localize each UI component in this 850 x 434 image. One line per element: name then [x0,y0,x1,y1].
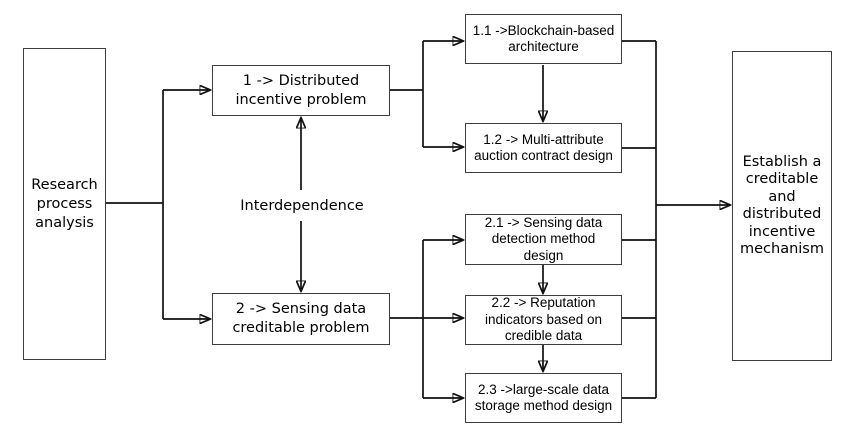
node-large-scale-data-storage-method-design: 2.3 ->large-scale data storage method de… [465,373,622,423]
node-establish-creditable-distributed-incentive-mechanism: Establish a creditable and distributed i… [732,51,832,361]
node-sensing-data-creditable-problem: 2 -> Sensing data creditable problem [212,293,390,345]
node-reputation-indicators-based-on-credible-data: 2.2 -> Reputation indicators based on cr… [465,295,622,345]
node-multi-attribute-auction-contract-design: 1.2 -> Multi-attribute auction contract … [465,123,622,173]
interdependence-label: Interdependence [232,196,372,216]
node-distributed-incentive-problem: 1 -> Distributed incentive problem [212,65,390,116]
node-sensing-data-detection-method-design: 2.1 -> Sensing data detection method des… [465,214,622,265]
node-research-process-analysis: Research process analysis [23,48,106,360]
node-blockchain-based-architecture: 1.1 ->Blockchain-based architecture [465,14,622,64]
